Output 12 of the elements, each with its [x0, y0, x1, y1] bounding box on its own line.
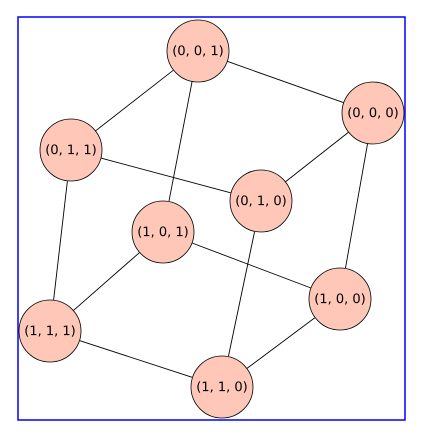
edge-line: [79, 340, 193, 378]
edge-line: [285, 132, 349, 182]
edge-line: [246, 317, 316, 369]
edge-line: [53, 180, 68, 300]
edge-line: [73, 252, 140, 311]
edge-line: [227, 61, 344, 103]
edge-line: [345, 143, 368, 269]
edge-line: [192, 242, 312, 288]
edge-line: [228, 231, 255, 357]
edge-line: [168, 81, 192, 202]
edge-line: [100, 158, 232, 194]
edge-line: [95, 70, 174, 132]
